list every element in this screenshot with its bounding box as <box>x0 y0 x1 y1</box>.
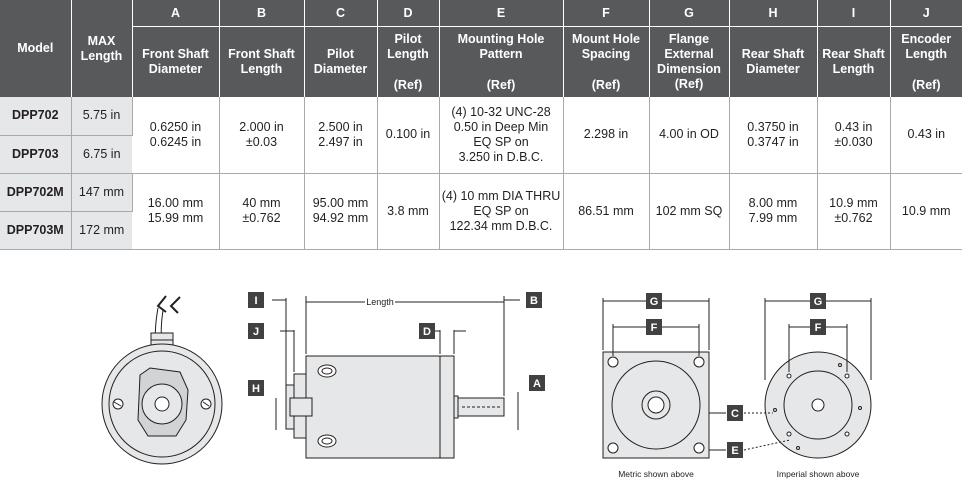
letter-d: D <box>377 0 440 27</box>
svg-text:A: A <box>533 378 541 390</box>
model-name-cell: DPP703M <box>0 211 72 250</box>
spec-value-cell: 2.000 in±0.03 <box>219 97 305 174</box>
spec-value-cell: 86.51 mm <box>563 173 650 250</box>
model-name-cell: DPP703 <box>0 135 72 174</box>
model-name-cell: DPP702 <box>0 97 72 136</box>
side-view-drawing <box>272 296 520 459</box>
callout-f-imperial: F <box>810 319 826 335</box>
svg-text:I: I <box>254 295 257 307</box>
letter-g: G <box>649 0 730 27</box>
callout-j: J <box>248 323 264 339</box>
spec-value-cell: 0.43 in±0.030 <box>817 97 891 174</box>
svg-text:H: H <box>252 383 260 395</box>
callout-g-metric: G <box>646 293 662 309</box>
letter-c: C <box>304 0 378 27</box>
spec-value-cell: 0.43 in <box>890 97 962 174</box>
svg-text:F: F <box>651 322 658 334</box>
imperial-caption: Imperial shown above <box>777 469 860 479</box>
callout-e: E <box>727 442 743 458</box>
callout-g-imperial: G <box>810 293 826 309</box>
spec-value-cell: 10.9 mm <box>890 173 962 250</box>
svg-text:J: J <box>253 326 259 338</box>
spec-value-cell: 3.8 mm <box>377 173 440 250</box>
svg-text:E: E <box>731 445 738 457</box>
letter-b: B <box>219 0 305 27</box>
model-name-cell: DPP702M <box>0 173 72 212</box>
length-label: Length <box>366 297 394 307</box>
callout-c: C <box>727 405 743 421</box>
callout-b: B <box>526 292 542 308</box>
imperial-front-view-drawing <box>764 298 872 459</box>
model-header: Model <box>0 0 72 97</box>
max-length-cell: 6.75 in <box>71 135 132 174</box>
svg-text:G: G <box>650 296 659 308</box>
letter-e: E <box>439 0 564 27</box>
spec-value-cell: 2.298 in <box>563 97 650 174</box>
spec-value-cell: 102 mm SQ <box>649 173 730 250</box>
callout-h: H <box>248 380 264 396</box>
letter-h: H <box>729 0 818 27</box>
svg-text:F: F <box>815 322 822 334</box>
spec-value-cell: 4.00 in OD <box>649 97 730 174</box>
svg-text:G: G <box>814 296 823 308</box>
spec-value-cell: 40 mm±0.762 <box>219 173 305 250</box>
letter-a: A <box>132 0 220 27</box>
svg-text:D: D <box>423 326 431 338</box>
callout-f-metric: F <box>646 319 662 335</box>
spec-value-cell: 0.100 in <box>377 97 440 174</box>
metric-front-view-drawing <box>602 298 710 459</box>
max-length-cell: 147 mm <box>71 173 133 212</box>
max-length-cell: 5.75 in <box>71 97 133 136</box>
callout-d: D <box>419 323 435 339</box>
svg-text:C: C <box>731 408 739 420</box>
max-length-cell: 172 mm <box>71 211 132 250</box>
metric-caption: Metric shown above <box>618 469 694 479</box>
callout-i: I <box>248 292 264 308</box>
callout-a: A <box>529 375 545 391</box>
letter-i: I <box>817 0 891 27</box>
letter-j: J <box>890 0 962 27</box>
spec-value-cell: 10.9 mm±0.762 <box>817 173 891 250</box>
letter-f: F <box>563 0 650 27</box>
rear-view-drawing <box>101 295 223 465</box>
svg-text:B: B <box>530 295 538 307</box>
